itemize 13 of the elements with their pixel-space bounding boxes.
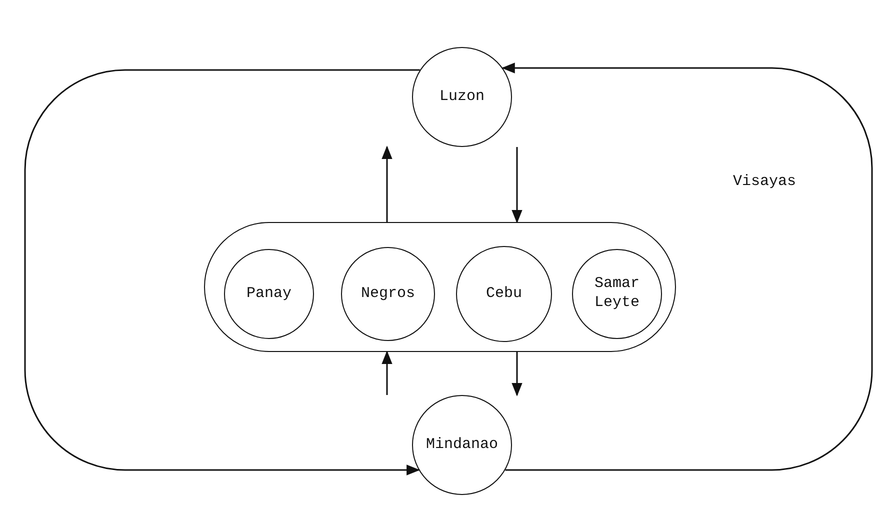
arrow	[382, 350, 392, 395]
arrow	[24, 69, 420, 476]
island-name: Cebu	[486, 284, 522, 304]
group-label: Visayas	[733, 173, 796, 190]
island-name: Samar Leyte	[593, 275, 640, 313]
island-name: Panay	[246, 284, 292, 304]
arrow	[512, 147, 522, 224]
island-name: Mindanao	[426, 436, 498, 454]
island-name: Luzon	[439, 88, 484, 106]
island-name: Negros	[360, 284, 415, 304]
arrow	[512, 352, 522, 396]
arrow	[382, 146, 392, 222]
arrow	[501, 62, 873, 471]
